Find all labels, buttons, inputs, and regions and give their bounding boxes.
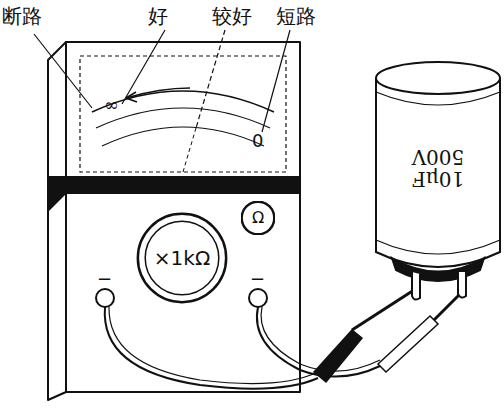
jack <box>96 289 114 307</box>
jack-polarity: − <box>97 270 112 288</box>
capacitor-rating: 10μF 500V <box>406 146 470 190</box>
scale-zone-label: 断路 <box>2 6 42 26</box>
leader-line <box>34 34 92 108</box>
black-probe <box>314 330 362 382</box>
capacitor-body <box>376 78 500 267</box>
scale-arc <box>102 127 264 146</box>
dial-window <box>80 56 286 172</box>
capacitor-top <box>376 62 500 94</box>
scale-mark: 0 <box>252 132 263 150</box>
probe-tip <box>352 290 414 330</box>
meter-side <box>48 42 66 400</box>
capacitor-base <box>392 258 484 281</box>
test-lead <box>261 307 380 371</box>
scale-zone-label: 较好 <box>212 6 252 26</box>
scale-zone-label: 好 <box>148 6 168 26</box>
knob-label: Ω <box>252 209 264 227</box>
zero-adjust-knob: Ω <box>241 201 275 235</box>
leader-line <box>262 30 290 132</box>
capacitor-rim <box>376 240 500 254</box>
red-probe <box>378 316 438 372</box>
jack-polarity: − <box>250 270 265 288</box>
knob-label: ×1kΩ <box>154 247 210 269</box>
leader-line <box>196 30 225 128</box>
range-knob: ×1kΩ <box>136 212 228 304</box>
scale-arc <box>92 91 274 112</box>
meter-body <box>66 42 300 392</box>
terminal <box>458 272 466 298</box>
capacitor-label: 10μF 500V <box>400 138 476 198</box>
test-lead <box>109 307 318 384</box>
jack <box>249 289 267 307</box>
needle <box>183 128 196 172</box>
scale-arc <box>96 108 270 128</box>
terminal <box>412 272 420 300</box>
leader-line <box>122 30 165 104</box>
probe-tip <box>434 292 462 320</box>
scale-zone-label: 短路 <box>276 6 316 26</box>
capacitor-rim <box>376 92 500 105</box>
scale-mark: ∞ <box>104 96 119 114</box>
test-lead <box>105 307 318 389</box>
